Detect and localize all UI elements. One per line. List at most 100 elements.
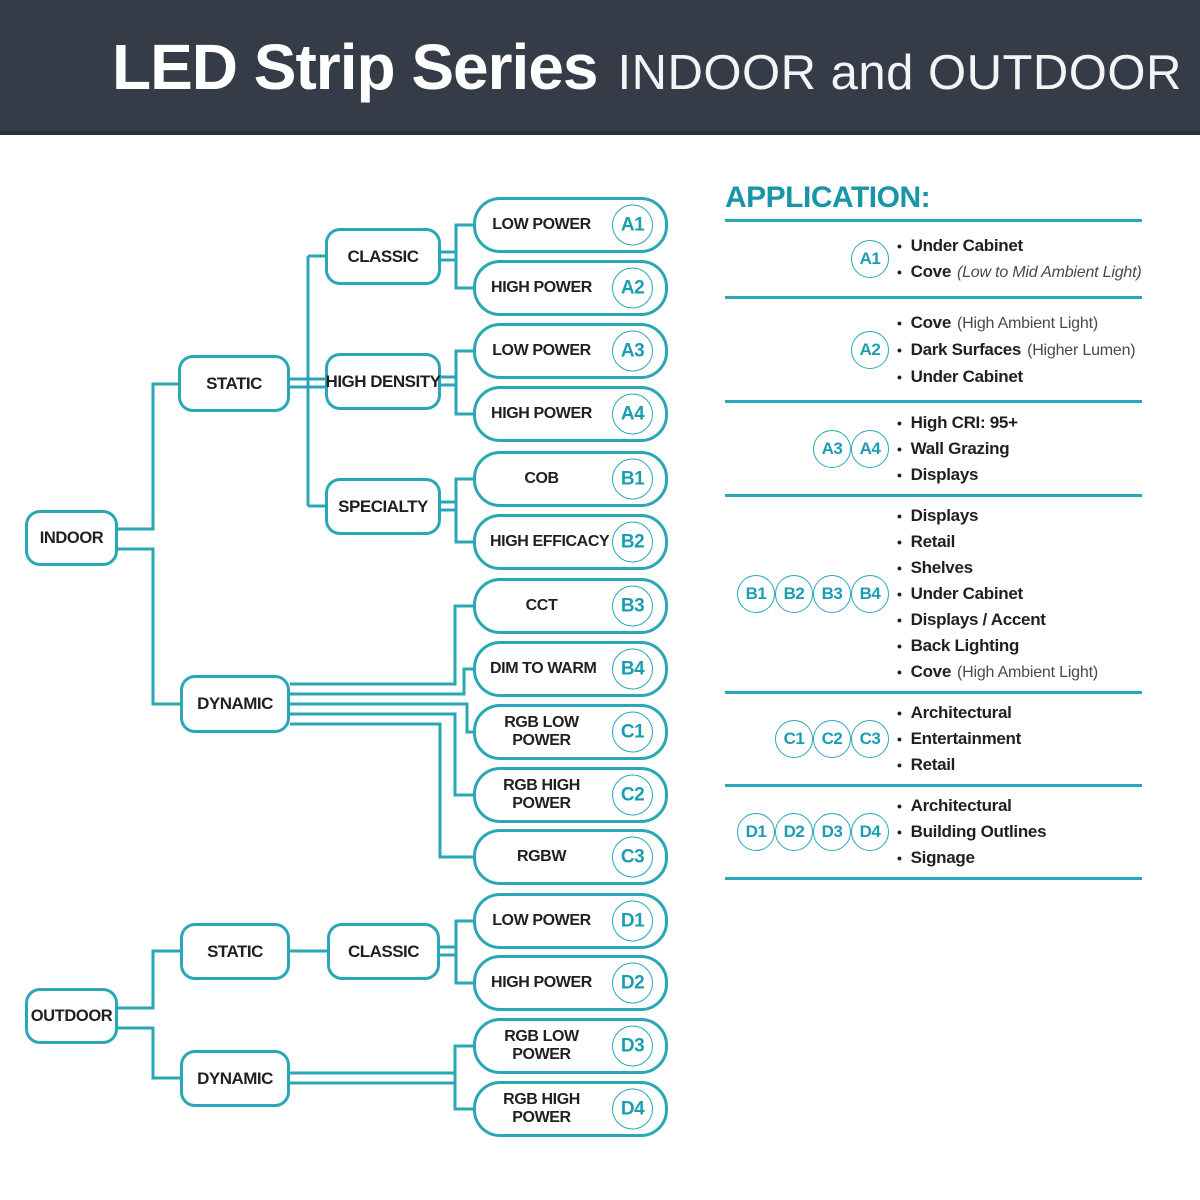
badge-d1: D1: [612, 900, 653, 942]
application-item: Architectural: [897, 793, 1142, 819]
application-item: Architectural: [897, 700, 1142, 726]
application-item: Cove(High Ambient Light): [897, 659, 1142, 686]
page-title: LED Strip Series: [112, 31, 598, 103]
badge-d4-legend: D4: [851, 813, 889, 851]
application-item: Cove(High Ambient Light): [897, 310, 1142, 337]
page-subtitle: INDOOR and OUTDOOR: [617, 46, 1182, 100]
application-item: Entertainment: [897, 726, 1142, 752]
application-row-b1-b4: B1 B2 B3 B4 Displays Retail Shelves Unde…: [725, 497, 1142, 691]
application-items: Under Cabinet Cove(Low to Mid Ambient Li…: [897, 222, 1142, 296]
badge-b1: B1: [612, 458, 653, 500]
application-items: Architectural Entertainment Retail: [897, 694, 1142, 784]
row-badges: A2: [725, 299, 889, 400]
badge-b4: B4: [612, 648, 653, 690]
badge-b2: B2: [612, 521, 653, 563]
node-outdoor: OUTDOOR: [25, 988, 118, 1044]
separator: [725, 691, 1142, 694]
application-item: Cove(Low to Mid Ambient Light): [897, 259, 1142, 286]
application-item: Retail: [897, 529, 1142, 555]
application-item: Signage: [897, 845, 1142, 871]
badge-c1: C1: [612, 711, 653, 753]
application-item: Under Cabinet: [897, 233, 1142, 259]
badge-d2-legend: D2: [775, 813, 813, 851]
badge-a2: A2: [612, 267, 653, 309]
application-item: High CRI: 95+: [897, 410, 1142, 436]
badge-d3-legend: D3: [813, 813, 851, 851]
node-dynamic-outdoor: DYNAMIC: [180, 1050, 290, 1107]
application-item: Retail: [897, 752, 1142, 778]
node-classic-indoor: CLASSIC: [325, 228, 441, 285]
badge-a4: A4: [612, 393, 653, 435]
node-static-outdoor: STATIC: [180, 923, 290, 980]
row-badges: A3 A4: [725, 403, 889, 494]
separator: [725, 784, 1142, 787]
application-row-d1-d4: D1 D2 D3 D4 Architectural Building Outli…: [725, 787, 1142, 877]
badge-d2: D2: [612, 962, 653, 1004]
application-item: Wall Grazing: [897, 436, 1142, 462]
node-dynamic-indoor: DYNAMIC: [180, 675, 290, 733]
node-high-density: HIGH DENSITY: [325, 353, 441, 410]
application-item: Displays: [897, 462, 1142, 488]
node-indoor: INDOOR: [25, 510, 118, 566]
node-static-indoor: STATIC: [178, 355, 290, 412]
application-item: Building Outlines: [897, 819, 1142, 845]
application-item: Displays: [897, 503, 1142, 529]
separator: [725, 877, 1142, 880]
badge-b4-legend: B4: [851, 575, 889, 613]
application-items: Cove(High Ambient Light) Dark Surfaces(H…: [897, 299, 1142, 400]
node-specialty: SPECIALTY: [325, 478, 441, 535]
badge-a3: A3: [612, 330, 653, 372]
separator: [725, 494, 1142, 497]
application-item: Under Cabinet: [897, 581, 1142, 607]
badge-a2-legend: A2: [851, 330, 889, 369]
badge-c2-legend: C2: [813, 720, 851, 758]
application-item: Displays / Accent: [897, 607, 1142, 633]
application-row-a2: A2 Cove(High Ambient Light) Dark Surface…: [725, 299, 1142, 400]
application-heading: APPLICATION:: [725, 181, 931, 214]
separator: [725, 400, 1142, 403]
application-item: Back Lighting: [897, 633, 1142, 659]
badge-c1-legend: C1: [775, 720, 813, 758]
row-badges: B1 B2 B3 B4: [725, 497, 889, 691]
node-classic-outdoor: CLASSIC: [327, 923, 440, 980]
application-row-c1-c3: C1 C2 C3 Architectural Entertainment Ret…: [725, 694, 1142, 784]
header-banner: LED Strip Series INDOOR and OUTDOOR: [0, 0, 1200, 135]
badge-b3-legend: B3: [813, 575, 851, 613]
application-row-a3-a4: A3 A4 High CRI: 95+ Wall Grazing Display…: [725, 403, 1142, 494]
application-item: Shelves: [897, 555, 1142, 581]
application-item: Dark Surfaces(Higher Lumen): [897, 337, 1142, 364]
badge-c3-legend: C3: [851, 720, 889, 758]
separator: [725, 296, 1142, 299]
badge-c3: C3: [612, 836, 653, 878]
application-items: High CRI: 95+ Wall Grazing Displays: [897, 403, 1142, 494]
application-row-a1: A1 Under Cabinet Cove(Low to Mid Ambient…: [725, 222, 1142, 296]
badge-d3: D3: [612, 1025, 653, 1067]
application-items: Architectural Building Outlines Signage: [897, 787, 1142, 877]
separator: [725, 219, 1142, 222]
badge-b2-legend: B2: [775, 575, 813, 613]
badge-d4: D4: [612, 1088, 653, 1130]
badge-b1-legend: B1: [737, 575, 775, 613]
badge-b3: B3: [612, 585, 653, 627]
application-items: Displays Retail Shelves Under Cabinet Di…: [897, 497, 1142, 691]
badge-d1-legend: D1: [737, 813, 775, 851]
row-badges: C1 C2 C3: [725, 694, 889, 784]
row-badges: A1: [725, 222, 889, 296]
badge-a4-legend: A4: [851, 429, 889, 468]
badge-a1-legend: A1: [851, 240, 889, 278]
